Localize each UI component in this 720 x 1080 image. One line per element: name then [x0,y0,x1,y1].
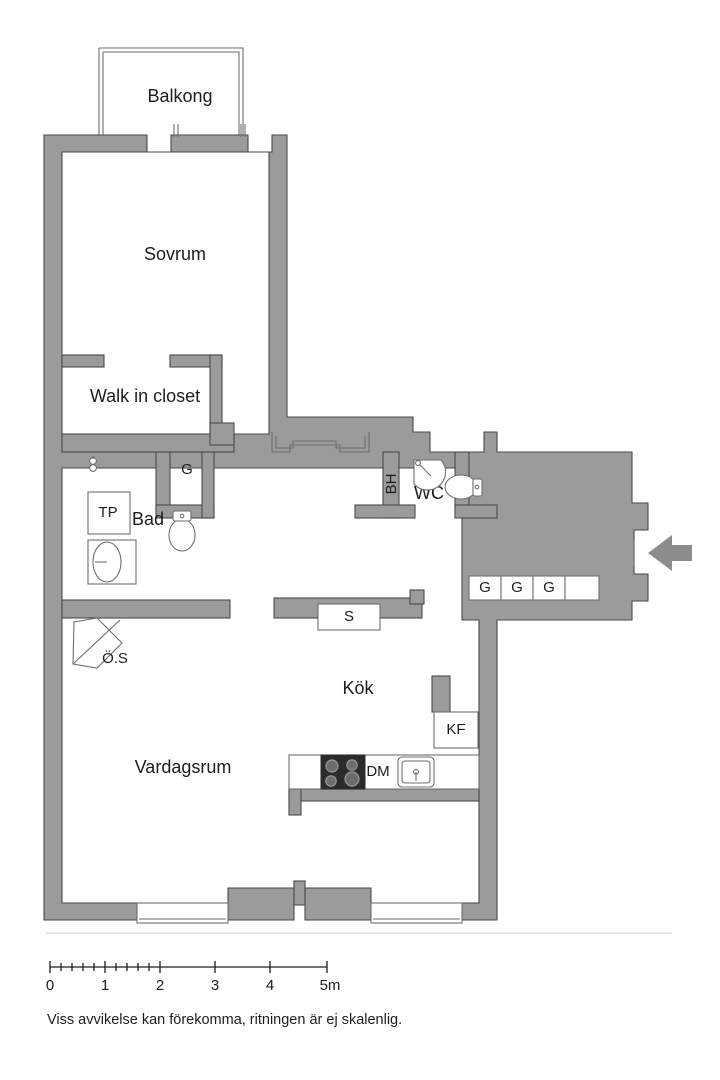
cabinet-s [317,603,381,631]
bathtub [87,539,137,585]
fixture-label-s: S [344,608,354,625]
fixture-label-os: Ö.S [102,649,128,667]
disclaimer-caption: Viss avvikelse kan förekomma, ritningen … [47,1012,402,1028]
fixture-label-dm: DM [366,763,389,780]
interior-partitions [61,354,498,906]
fixture-tp [87,491,131,535]
wall-fixture-icon [89,456,97,472]
fixture-kf [433,711,479,749]
scale-bar [49,961,328,973]
corner-cabinet-os [72,617,123,669]
scale-tick-2: 2 [156,977,164,994]
fixture-label-kf: KF [446,721,465,738]
room-label-sovrum: Sovrum [144,244,206,264]
windows [136,124,463,924]
scale-tick-3: 3 [211,977,219,994]
fixture-label-g-hall-2: G [511,579,523,596]
room-label-walk-in-closet: Walk in closet [90,386,200,406]
balcony-outline [98,47,244,143]
fixture-label-g-hall-1: G [479,579,491,596]
toilet-wc [444,474,483,500]
room-label-balkong: Balkong [147,86,212,106]
scale-tick-1: 1 [101,977,109,994]
fixture-label-bh: BH [383,474,400,495]
fixture-label-g-hall-3: G [543,579,555,596]
toilet-bad [168,510,196,552]
kitchen-sink [397,756,435,788]
corner-sink-wc [413,459,447,491]
stove [320,754,366,790]
scale-tick-0: 0 [46,977,54,994]
room-label-bad: Bad [132,509,164,529]
fixture-label-tp: TP [98,504,117,521]
scale-tick-4: 4 [266,977,274,994]
fixture-label-g-bad: G [181,461,193,478]
room-label-vardagsrum: Vardagsrum [135,757,232,777]
entrance-arrow[interactable] [648,535,692,571]
room-label-kok: Kök [342,678,374,698]
scale-tick-5: 5m [320,977,341,994]
closet-row-g [468,575,600,601]
